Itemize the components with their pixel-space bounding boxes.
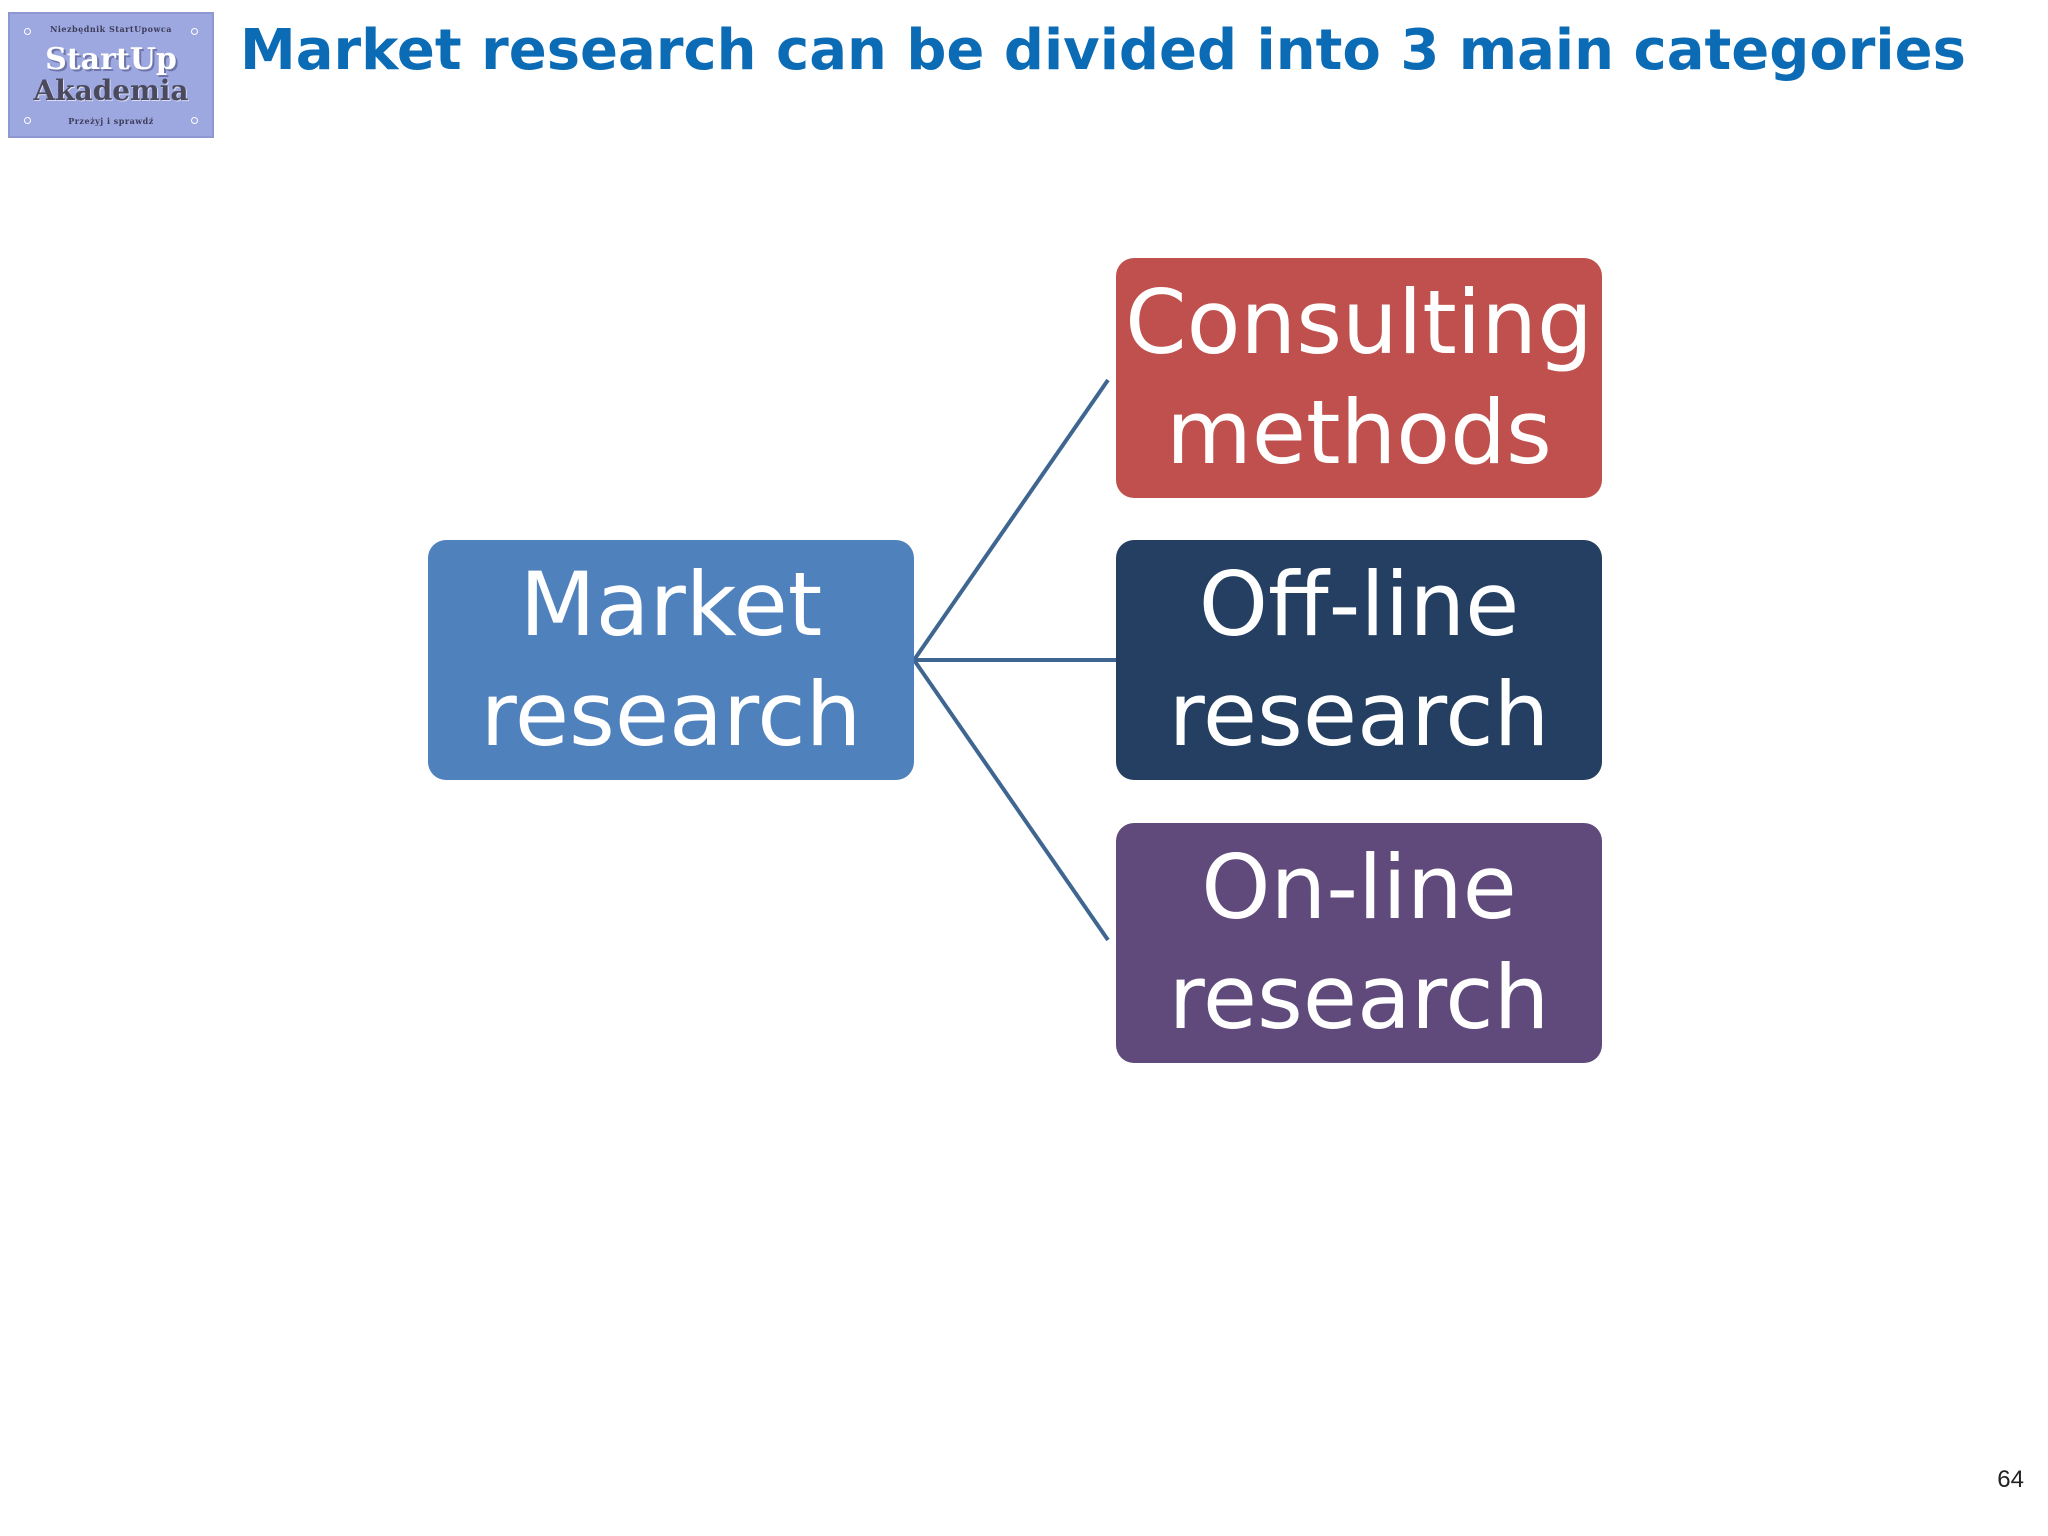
market-research-label: Market research (480, 553, 862, 766)
online-research-label: On-line research (1168, 836, 1550, 1049)
logo-bottom-text: Przeżyj i sprawdź (68, 116, 154, 126)
startup-akademia-logo: Niezbędnik StartUpowca StartUp Akademia … (8, 12, 214, 138)
connector-to-consulting (912, 378, 1110, 662)
slide-title: Market research can be divided into 3 ma… (240, 18, 1966, 83)
offline-research-label: Off-line research (1168, 553, 1550, 766)
logo-corner-dot (24, 28, 31, 35)
market-research-node: Market research (428, 540, 914, 780)
connector-to-online (912, 658, 1110, 942)
logo-main-text: StartUp (45, 42, 177, 77)
offline-research-node: Off-line research (1116, 540, 1602, 780)
consulting-methods-node: Consulting methods (1116, 258, 1602, 498)
page-number: 64 (1997, 1466, 2024, 1493)
consulting-methods-label: Consulting methods (1125, 271, 1593, 484)
logo-sub-text: Akademia (33, 74, 189, 107)
logo-corner-dot (191, 117, 198, 124)
logo-top-text: Niezbędnik StartUpowca (50, 24, 172, 34)
logo-corner-dot (191, 28, 198, 35)
online-research-node: On-line research (1116, 823, 1602, 1063)
logo-corner-dot (24, 117, 31, 124)
